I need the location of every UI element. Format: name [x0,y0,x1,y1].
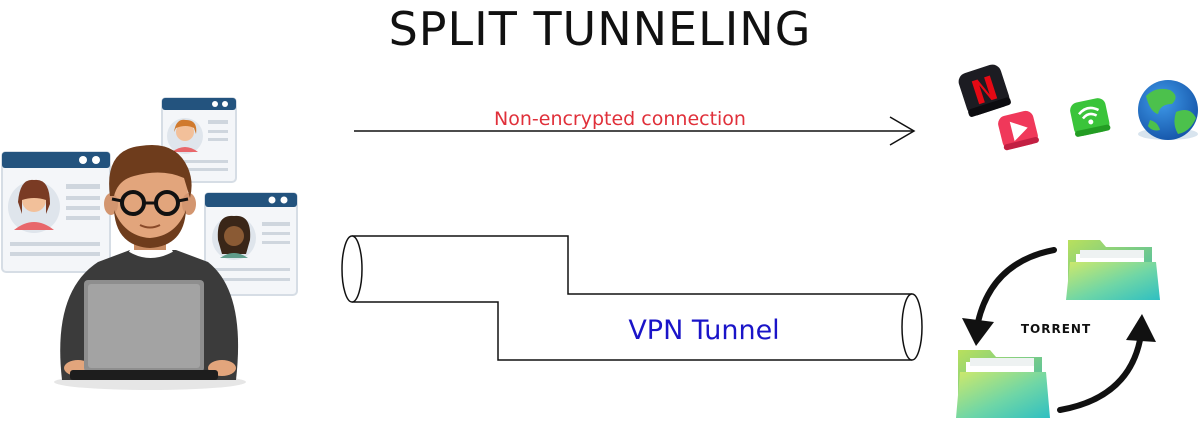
vpn-tunnel-shape [341,235,923,361]
video-play-icon [998,110,1039,151]
torrent-arrow-down-icon [962,247,1057,346]
torrent-label: TORRENT [1021,322,1091,336]
vpn-tunnel-label: VPN Tunnel [628,315,779,346]
person-with-laptop-icon [54,144,246,390]
wifi-icon [1070,98,1111,137]
page-title: SPLIT TUNNELING [388,2,812,56]
profile-card-icon [204,192,298,296]
netflix-icon [958,64,1011,117]
torrent-arrow-up-icon [1057,314,1156,413]
globe-icon [1138,80,1198,140]
profile-card-icon [1,151,111,273]
folder-icon [1066,240,1160,300]
non-encrypted-label: Non-encrypted connection [494,108,746,130]
non-encrypted-arrow [354,116,916,146]
folder-icon [956,350,1050,418]
